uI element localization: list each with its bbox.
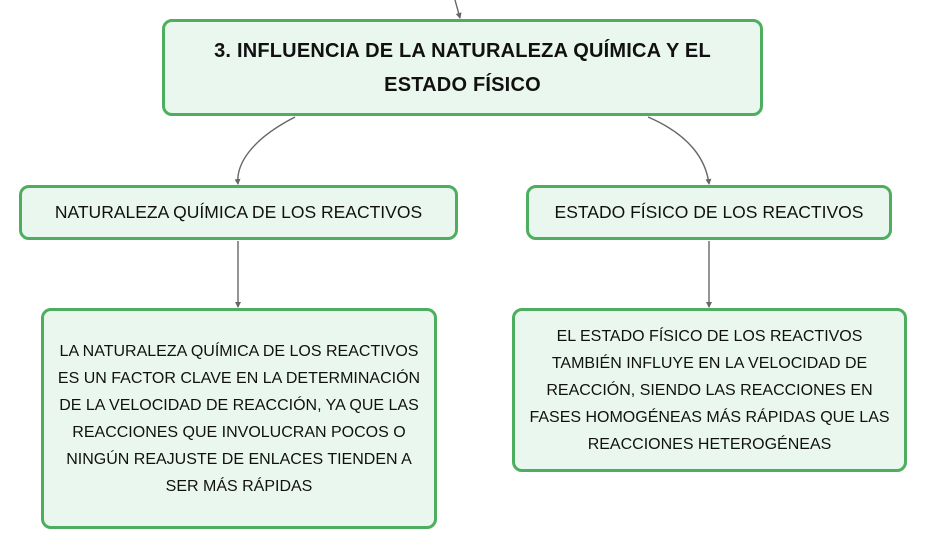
- subtopic-node-estado-fisico[interactable]: ESTADO FÍSICO DE LOS REACTIVOS: [526, 185, 892, 240]
- connector-from-parent: [454, 0, 462, 19]
- connector-main-to-left: [234, 116, 296, 185]
- subtopic-label-estado-fisico: ESTADO FÍSICO DE LOS REACTIVOS: [554, 202, 864, 222]
- detail-text-estado-fisico: EL ESTADO FÍSICO DE LOS REACTIVOS TAMBIÉ…: [529, 327, 890, 453]
- detail-node-estado-fisico[interactable]: EL ESTADO FÍSICO DE LOS REACTIVOS TAMBIÉ…: [512, 308, 907, 472]
- detail-text-naturaleza-quimica: LA NATURALEZA QUÍMICA DE LOS REACTIVOS E…: [57, 342, 421, 495]
- main-topic-node[interactable]: 3. INFLUENCIA DE LA NATURALEZA QUÍMICA Y…: [162, 19, 763, 116]
- subtopic-label-naturaleza-quimica: NATURALEZA QUÍMICA DE LOS REACTIVOS: [54, 202, 423, 222]
- connector-main-to-right: [647, 116, 712, 185]
- subtopic-node-naturaleza-quimica[interactable]: NATURALEZA QUÍMICA DE LOS REACTIVOS: [19, 185, 458, 240]
- main-topic-title: 3. INFLUENCIA DE LA NATURALEZA QUÍMICA Y…: [214, 39, 711, 96]
- detail-node-naturaleza-quimica[interactable]: LA NATURALEZA QUÍMICA DE LOS REACTIVOS E…: [41, 308, 437, 529]
